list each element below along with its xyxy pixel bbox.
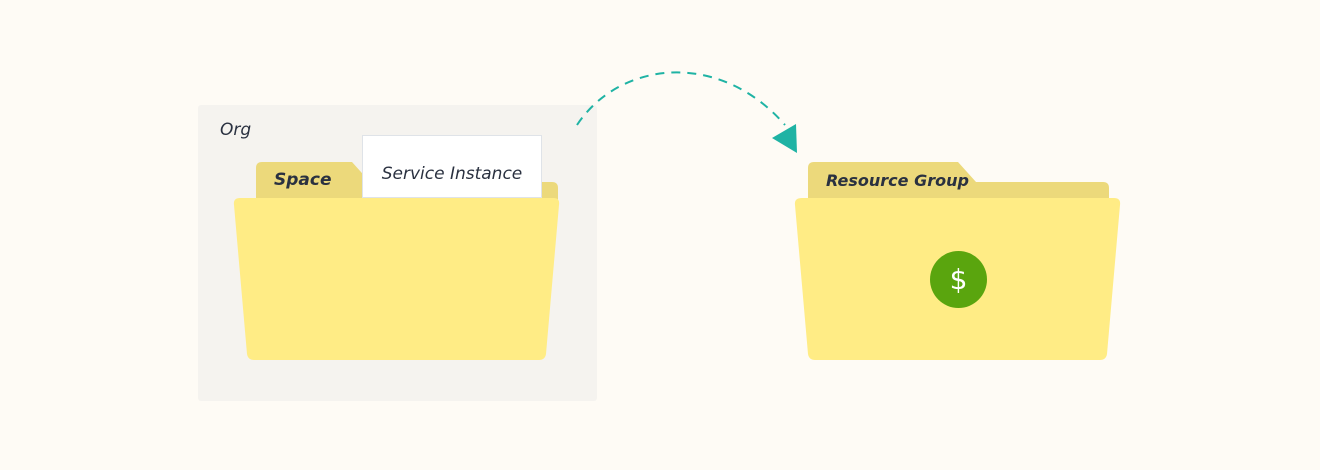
resource-group-label: Resource Group [826, 171, 969, 190]
service-instance-card [362, 135, 542, 198]
dollar-icon: $ [930, 251, 987, 308]
space-label: Space [274, 170, 332, 190]
service-instance-label: Service Instance [381, 164, 523, 184]
org-label: Org [220, 120, 252, 140]
